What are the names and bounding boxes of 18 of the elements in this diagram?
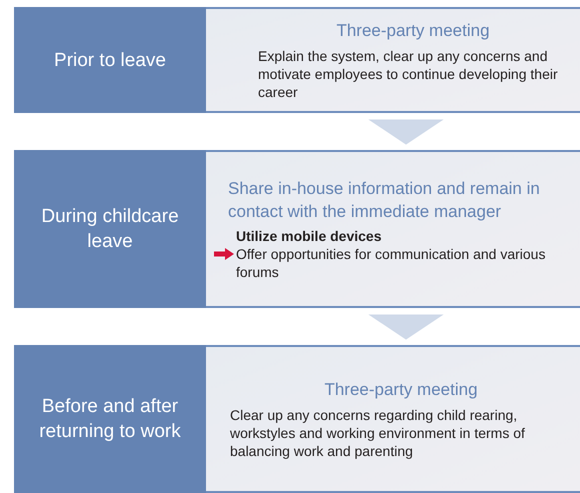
panel-heading: Three-party meeting: [335, 20, 491, 42]
panel-heading: Share in-house information and remain in contact with the immediate manager: [228, 178, 541, 223]
content-panel: [206, 7, 580, 113]
chevron-arrow: [368, 314, 444, 340]
stage-label: During childcare leave: [40, 205, 180, 254]
content-panel: [206, 345, 580, 493]
bullet-text: Offer opportunities for communication and various forums: [236, 245, 546, 281]
panel-body: Clear up any concerns regarding child rearing, workstyles and working environment in terms of balancing work and parenting: [230, 406, 526, 460]
stage-label: Before and after returning to work: [38, 395, 182, 444]
panel-body: Explain the system, clear up any concerns and motivate employees to continue developing their career: [258, 47, 559, 101]
stage-label: Prior to leave: [54, 48, 166, 72]
stage-box: [14, 345, 206, 493]
stage-box: [14, 7, 206, 113]
chevron-arrow: [368, 120, 444, 145]
panel-heading: Three-party meeting: [323, 379, 479, 401]
stage-box: [14, 150, 206, 308]
content-panel: [206, 150, 580, 308]
subheading: Utilize mobile devices: [236, 227, 382, 245]
